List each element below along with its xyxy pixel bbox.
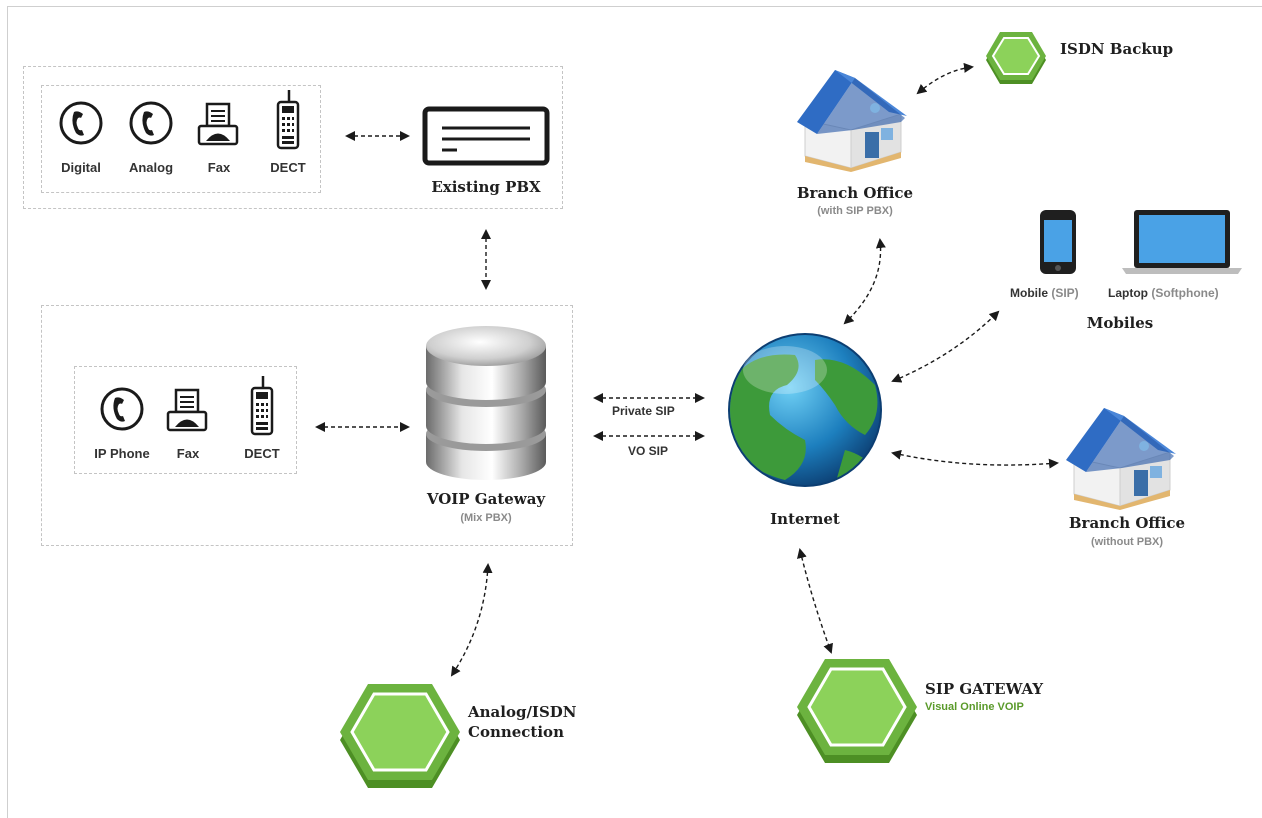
- legacy-devices-box: [41, 85, 321, 193]
- mobile-label: Mobile (SIP): [1010, 286, 1079, 300]
- device-label-ip-phone: IP Phone: [94, 446, 150, 461]
- laptop-icon: [1122, 210, 1242, 274]
- dect-phone-icon: [250, 376, 274, 436]
- house-icon: [1066, 408, 1176, 510]
- device-label-digital: Digital: [61, 160, 101, 175]
- branch-nopbx-label: Branch Office: [1068, 514, 1186, 532]
- analog-isdn-label-1: Analog/ISDN: [468, 703, 577, 721]
- mobiles-title: Mobiles: [1086, 314, 1154, 332]
- laptop-proto: (Softphone): [1151, 286, 1219, 300]
- vo-sip-label: VO SIP: [628, 444, 669, 458]
- fax-icon: [166, 388, 208, 432]
- mobile-text: Mobile: [1010, 286, 1048, 300]
- fax-icon: [197, 102, 239, 146]
- sip-gateway-hexagon-icon: [797, 659, 917, 763]
- diagram-frame: [7, 6, 1262, 818]
- gateway-sublabel: (Mix PBX): [460, 512, 512, 524]
- ip-phone-icon: [100, 387, 144, 431]
- ip-devices-box: [74, 366, 297, 474]
- legacy-group-box: [23, 66, 563, 209]
- link-internet-mobiles: [891, 310, 1000, 383]
- dect-phone-icon: [276, 90, 300, 150]
- analog-isdn-label-2: Connection: [468, 723, 564, 741]
- link-branch-internet: [843, 238, 886, 325]
- device-label-dect: DECT: [270, 160, 306, 175]
- analog-isdn-hexagon-icon: [340, 684, 460, 788]
- sip-gateway-sublabel: Visual Online VOIP: [925, 701, 1024, 713]
- laptop-text: Laptop: [1108, 286, 1148, 300]
- gateway-label: VOIP Gateway: [426, 490, 546, 508]
- gateway-group-box: [41, 305, 573, 546]
- database-icon: [426, 326, 546, 480]
- pbx-icon: [422, 106, 550, 166]
- branch-sip-label: Branch Office: [796, 184, 914, 202]
- laptop-label: Laptop (Softphone): [1108, 286, 1219, 300]
- analog-phone-icon: [129, 101, 173, 145]
- pbx-label: Existing PBX: [431, 178, 541, 196]
- sip-gateway-label: SIP GATEWAY: [925, 680, 1044, 698]
- branch-nopbx-sublabel: (without PBX): [1090, 536, 1164, 548]
- device-label-fax-2: Fax: [176, 446, 200, 461]
- branch-sip-sublabel: (with SIP PBX): [817, 205, 893, 217]
- internet-globe-icon: [728, 333, 882, 487]
- link-branch-isdnbackup: [916, 62, 974, 95]
- link-internet-sipgateway: [797, 548, 833, 654]
- digital-phone-icon: [59, 101, 103, 145]
- mobile-proto: (SIP): [1051, 286, 1079, 300]
- isdn-backup-label: ISDN Backup: [1060, 40, 1174, 58]
- link-internet-branch2: [891, 449, 1059, 469]
- mobile-phone-icon: [1040, 210, 1076, 274]
- isdn-backup-hexagon-icon: [986, 32, 1046, 84]
- internet-label: Internet: [770, 510, 840, 528]
- device-label-fax: Fax: [207, 160, 231, 175]
- device-label-dect-2: DECT: [244, 446, 280, 461]
- device-label-analog: Analog: [128, 160, 174, 175]
- link-gateway-analog: [450, 563, 493, 677]
- house-icon: [797, 70, 907, 172]
- private-sip-label: Private SIP: [612, 404, 675, 418]
